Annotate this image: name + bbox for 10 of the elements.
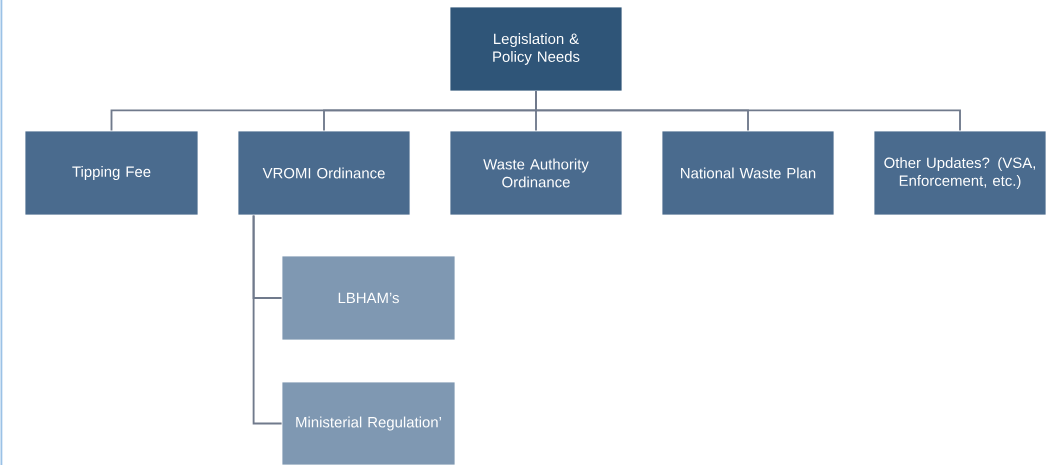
connector-line [535, 90, 961, 132]
connector-line [252, 214, 283, 425]
category-box: VROMI Ordinance [237, 130, 411, 216]
category-box: National Waste Plan [661, 130, 835, 216]
category-box: Other Updates? (VSA, Enforcement, etc.) [873, 130, 1046, 216]
subcategory-box: LBHAM’s [281, 255, 456, 341]
category-box: Waste Authority Ordinance [449, 130, 623, 216]
subcategory-box: Ministerial Regulation’ [281, 381, 456, 465]
category-box: Tipping Fee [24, 130, 199, 216]
root-box: Legislation & Policy Needs [449, 6, 623, 92]
